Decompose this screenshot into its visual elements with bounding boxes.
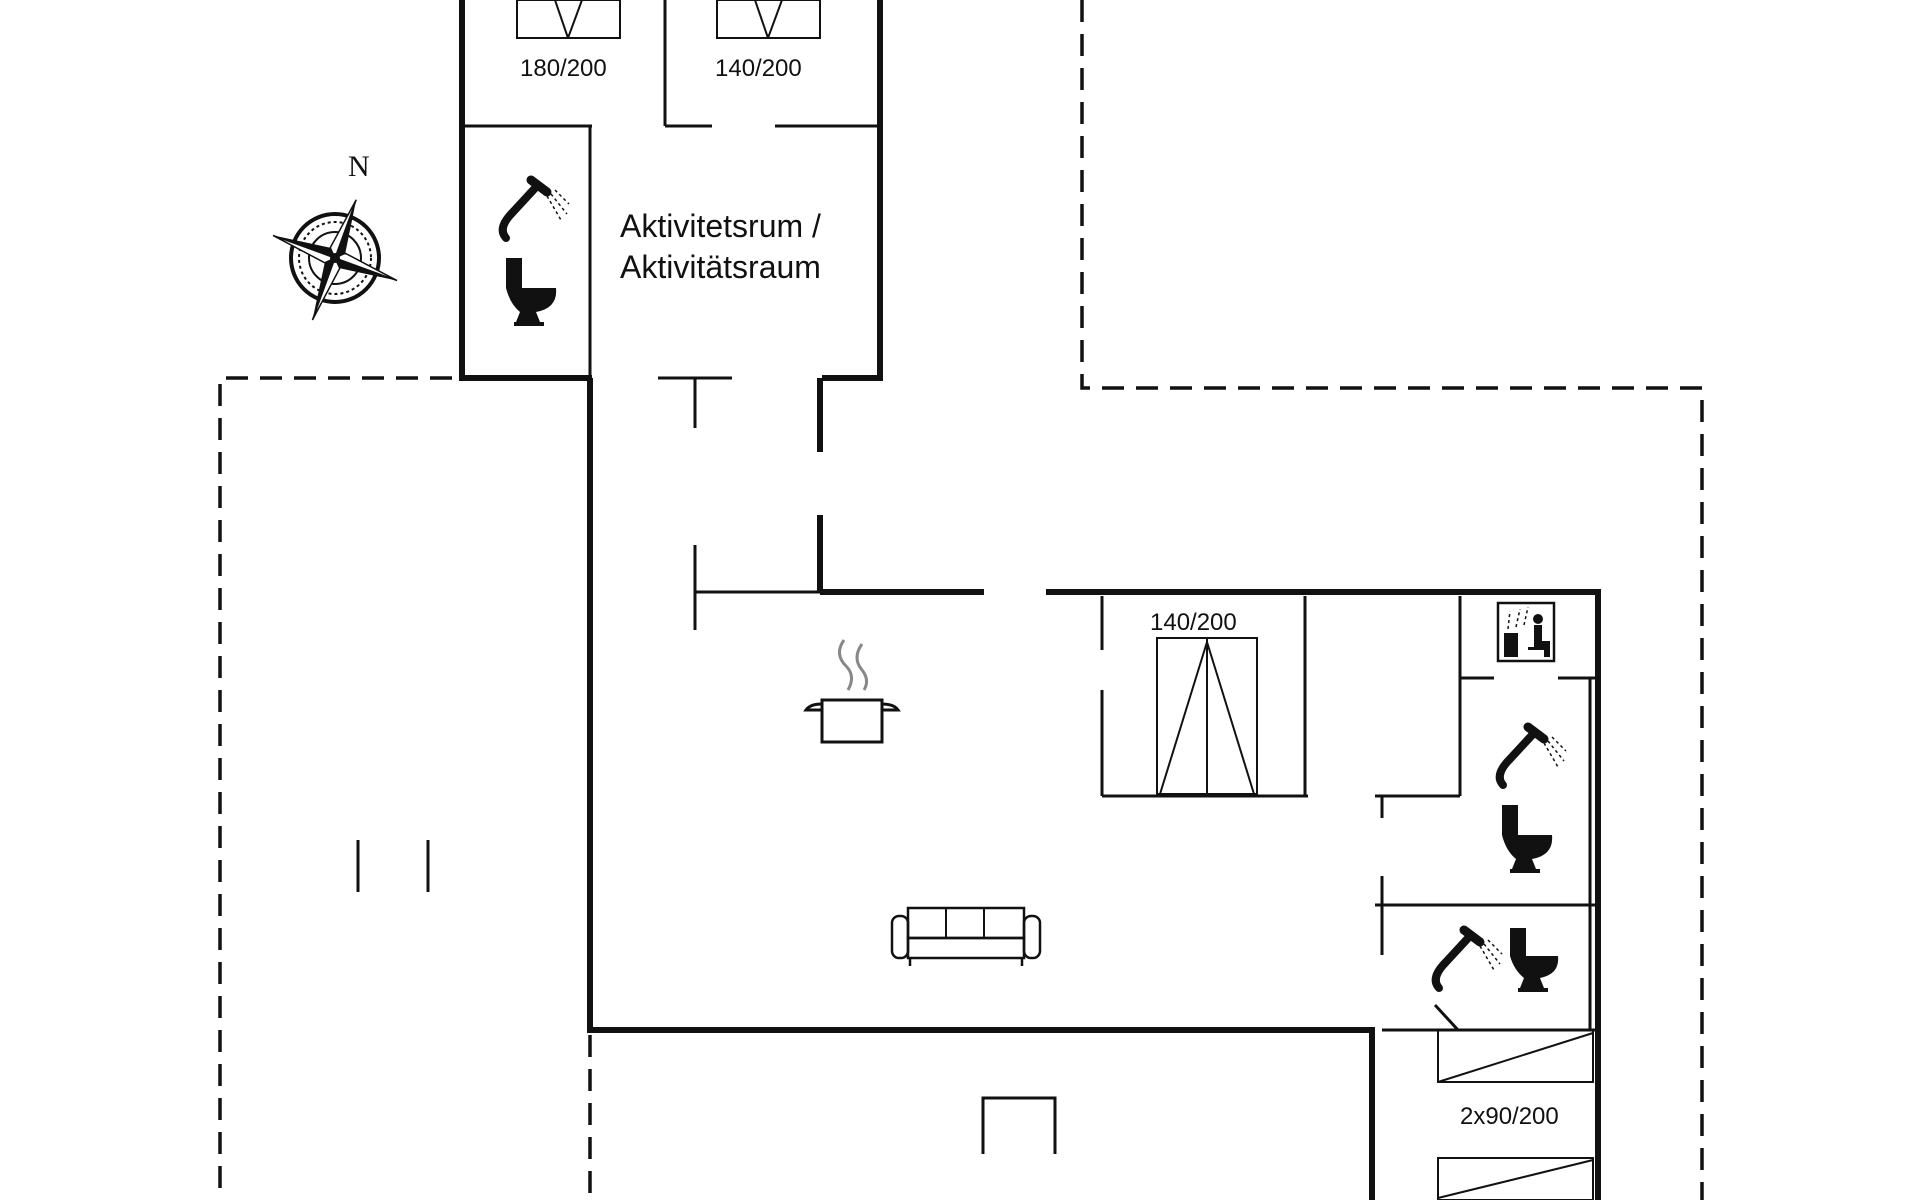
shower-icon [1495,722,1567,789]
compass-north-label: N [348,150,370,183]
main-left-wall [587,378,1375,1200]
bed-icon [1156,637,1258,795]
shower-icon [498,175,570,242]
bed-icon [516,0,621,39]
terrace-outlines [218,0,1704,1200]
shower-icon [1431,925,1503,992]
lower-fixture-mask [980,1154,1060,1164]
bed-icon [1437,1029,1594,1083]
sauna-icon [1496,601,1556,663]
bed-icon [716,0,821,39]
terrace-left [218,376,452,1200]
corridor-walls [587,378,1601,1200]
bed-icon [1437,1157,1594,1200]
toilet-icon [506,258,557,326]
cooking-pot-icon [803,639,901,744]
sofa-icon [890,906,1042,966]
bed-label-middle: 140/200 [1150,609,1237,636]
bath2-door [1433,1003,1460,1032]
bed-label-bottom-right: 2x90/200 [1460,1103,1559,1130]
upper-wing-walls [459,0,883,381]
bed-label-top-right: 140/200 [715,55,802,82]
toilet-icon [1502,805,1553,873]
living-top-wall-b [1046,589,1601,1200]
room-label-line2: Aktivitätsraum [620,249,821,285]
toilet-icon [1510,928,1559,992]
lower-fixture [981,1096,1057,1160]
upper-wing-right-wall [822,0,883,381]
bed-label-top-left: 180/200 [520,55,607,82]
terrace-right [1080,0,1704,1200]
room-label-line1: Aktivitetsrum / [620,208,821,244]
compass-icon [272,199,398,321]
